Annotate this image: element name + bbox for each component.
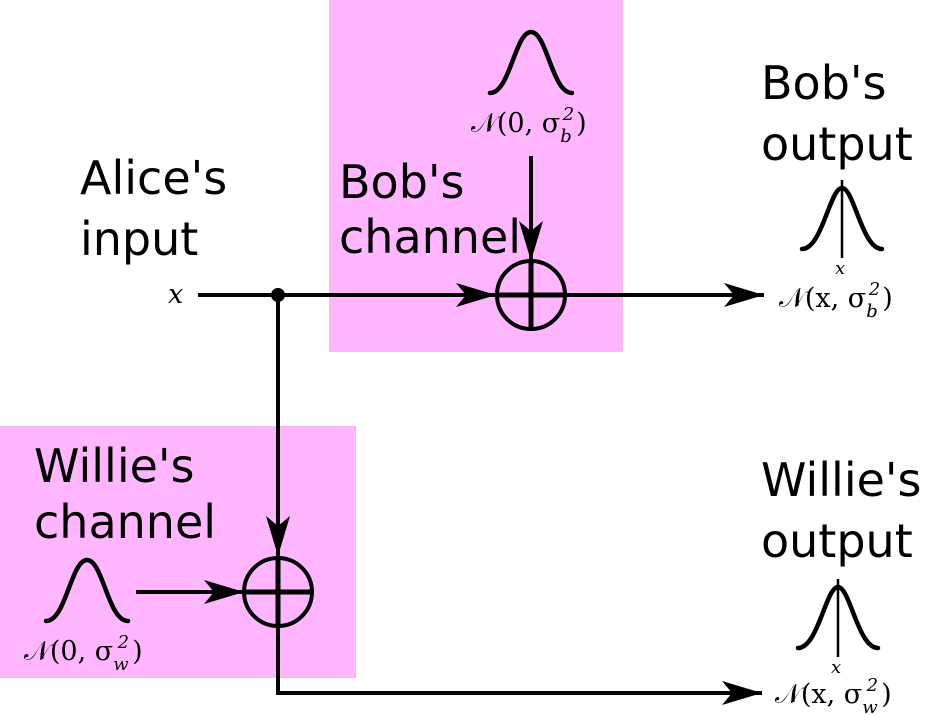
- bob-channel-label-line2: channel: [339, 210, 521, 264]
- bob-channel-label-line1: Bob's: [339, 155, 465, 209]
- bob-noise-gaussian-icon: [487, 29, 575, 96]
- willie-channel-box: [0, 426, 356, 678]
- alice-label-line2: input: [80, 212, 198, 266]
- willie-output-label-line2: output: [761, 514, 913, 568]
- alice-label-line1: Alice's: [80, 151, 227, 205]
- bob-noise-dist: 𝒩(0, σb2): [471, 104, 587, 147]
- willie-output-mean-x: x: [831, 657, 841, 678]
- bob-output-label-line1: Bob's: [761, 56, 887, 110]
- bob-output-mean-x: x: [835, 258, 845, 279]
- willie-channel-label-line2: channel: [34, 495, 216, 549]
- willie-noise-gaussian-icon: [43, 557, 131, 624]
- willie-output-dist: 𝒩(x, σw2): [775, 675, 892, 715]
- willie-output-label-line1: Willie's: [761, 453, 922, 507]
- alice-signal-x: x: [168, 279, 183, 310]
- bob-output-dist: 𝒩(x, σb2): [779, 279, 893, 322]
- willie-channel-label-line1: Willie's: [34, 439, 195, 493]
- willie-output-arrow: [276, 626, 762, 705]
- bob-output-label-line2: output: [761, 117, 913, 171]
- bob-adder-icon: [495, 259, 567, 331]
- willie-noise-dist: 𝒩(0, σw2): [24, 632, 143, 675]
- willie-adder-icon: [242, 556, 314, 628]
